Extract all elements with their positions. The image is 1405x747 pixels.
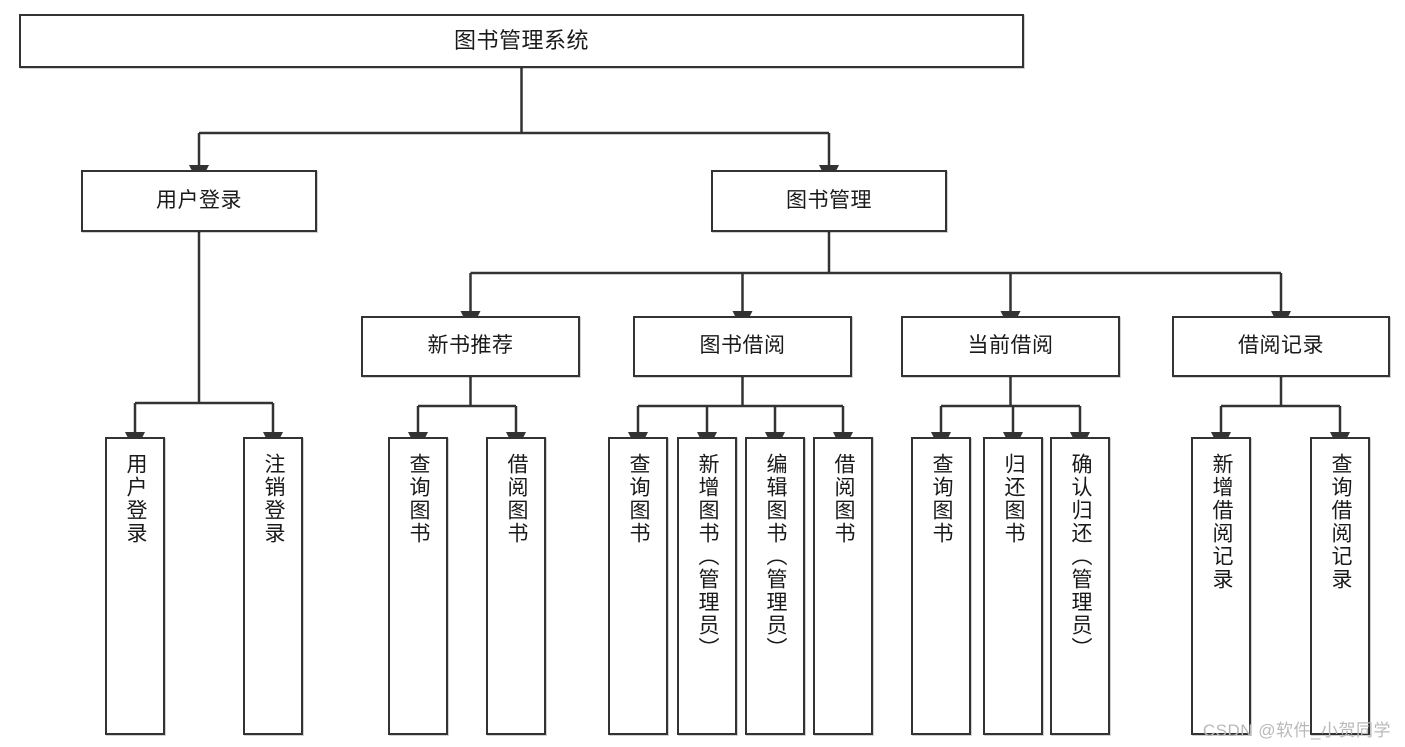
node-label: 用户登录 bbox=[124, 453, 148, 545]
node-label: 当前借阅 bbox=[967, 334, 1054, 358]
node-leaf-book-borrow[interactable]: 借阅图书 bbox=[813, 437, 873, 735]
node-label: 编辑图书（管理员） bbox=[764, 453, 788, 660]
node-label: 查询图书 bbox=[627, 453, 651, 545]
node-label: 借阅图书 bbox=[832, 453, 856, 545]
node-label: 图书管理系统 bbox=[453, 28, 589, 54]
node-leaf-rec-add[interactable]: 新增借阅记录 bbox=[1191, 437, 1251, 735]
node-user-login[interactable]: 用户登录 bbox=[81, 170, 317, 232]
node-book-manage[interactable]: 图书管理 bbox=[711, 170, 947, 232]
node-new-book-rec[interactable]: 新书推荐 bbox=[361, 316, 580, 377]
node-label: 图书管理 bbox=[786, 188, 872, 212]
edge-connectors bbox=[125, 68, 1350, 452]
node-label: 归还图书 bbox=[1002, 453, 1026, 545]
node-leaf-user-login[interactable]: 用户登录 bbox=[105, 437, 165, 735]
node-label: 确认归还（管理员） bbox=[1069, 453, 1093, 660]
node-leaf-rec-query2[interactable]: 查询借阅记录 bbox=[1310, 437, 1370, 735]
node-label: 用户登录 bbox=[156, 188, 242, 212]
watermark-text: CSDN @软件_小贺同学 bbox=[1202, 721, 1391, 740]
node-label: 查询图书 bbox=[407, 453, 431, 545]
node-leaf-rec-borrow[interactable]: 借阅图书 bbox=[486, 437, 546, 735]
node-leaf-book-edit[interactable]: 编辑图书（管理员） bbox=[745, 437, 805, 735]
node-label: 借阅图书 bbox=[505, 453, 529, 545]
node-leaf-borrow-query[interactable]: 查询图书 bbox=[608, 437, 668, 735]
node-label: 注销登录 bbox=[262, 453, 286, 545]
node-label: 图书借阅 bbox=[699, 334, 786, 358]
node-leaf-cur-confirm[interactable]: 确认归还（管理员） bbox=[1050, 437, 1110, 735]
node-label: 新书推荐 bbox=[427, 334, 514, 358]
node-current-borrow[interactable]: 当前借阅 bbox=[901, 316, 1120, 377]
node-root[interactable]: 图书管理系统 bbox=[19, 14, 1024, 68]
node-label: 查询借阅记录 bbox=[1329, 453, 1353, 591]
node-label: 查询图书 bbox=[930, 453, 954, 545]
node-label: 借阅记录 bbox=[1238, 334, 1324, 358]
node-label: 新增图书（管理员） bbox=[696, 453, 720, 660]
node-leaf-user-logout[interactable]: 注销登录 bbox=[243, 437, 303, 735]
node-leaf-cur-query[interactable]: 查询图书 bbox=[911, 437, 971, 735]
node-label: 新增借阅记录 bbox=[1210, 453, 1234, 591]
node-leaf-rec-query[interactable]: 查询图书 bbox=[388, 437, 448, 735]
node-leaf-book-add[interactable]: 新增图书（管理员） bbox=[677, 437, 737, 735]
node-book-borrow[interactable]: 图书借阅 bbox=[633, 316, 852, 377]
node-borrow-record[interactable]: 借阅记录 bbox=[1172, 316, 1390, 377]
node-leaf-cur-return[interactable]: 归还图书 bbox=[983, 437, 1043, 735]
